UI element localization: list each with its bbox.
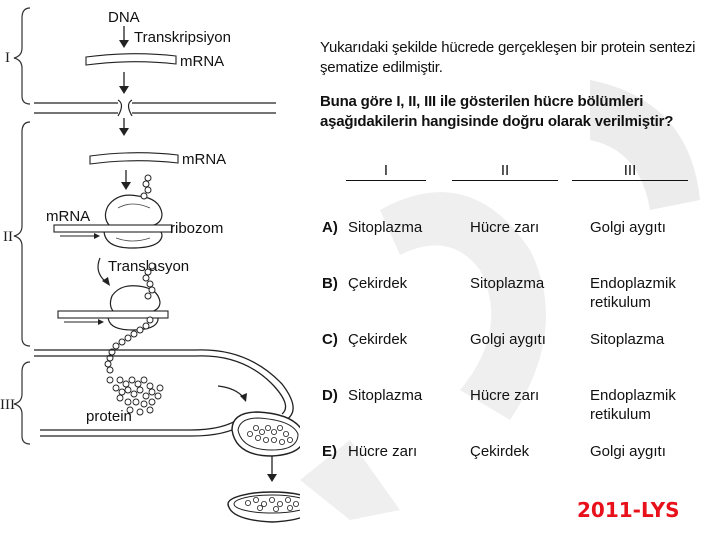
- mrna-left-label: mRNA: [46, 208, 90, 225]
- option-d-iii: Endoplazmik retikulum: [590, 387, 676, 423]
- section-label-i: I: [5, 50, 10, 66]
- option-c-ii: Golgi aygıtı: [470, 331, 546, 348]
- secretion-dish: [227, 491, 300, 523]
- amino-acid-chain-long: [104, 262, 156, 374]
- ribosome-top: [103, 194, 163, 249]
- mrna-strand-ribosome: [53, 224, 173, 233]
- question-prompt: Buna göre I, II, III ile gösterilen hücr…: [320, 93, 674, 130]
- ribosome-label: ribozom: [170, 220, 223, 237]
- option-d-i: Sitoplazma: [348, 387, 423, 404]
- arrowhead: [267, 474, 277, 482]
- option-d-ii: Hücre zarı: [470, 387, 540, 404]
- transport-arrow: [217, 385, 245, 399]
- option-e-i: Hücre zarı: [348, 443, 418, 460]
- column-header-i: I: [346, 162, 426, 181]
- secretory-vesicle: [231, 411, 300, 457]
- protein-label: protein: [86, 408, 132, 425]
- arrowhead: [119, 86, 129, 94]
- option-letter: C): [322, 331, 338, 348]
- arrowhead: [94, 233, 100, 239]
- section-brace-iii: [13, 361, 31, 445]
- section-label-iii: III: [0, 397, 15, 413]
- nuclear-membrane: [34, 99, 276, 117]
- arrowhead: [98, 319, 104, 325]
- mrna-strand-mid: [89, 152, 179, 165]
- option-letter: E): [322, 443, 337, 460]
- mrna-strand-ribosome-2: [57, 310, 169, 319]
- arrowhead: [119, 128, 129, 136]
- option-a-i: Sitoplazma: [348, 219, 423, 236]
- question-intro: Yukarıdaki şekilde hücrede gerçekleşen b…: [320, 39, 696, 76]
- option-e-iii: Golgi aygıtı: [590, 443, 666, 460]
- section-brace-i: [13, 7, 31, 105]
- exam-source-label: 2011-LYS: [577, 498, 680, 522]
- option-letter: D): [322, 387, 338, 404]
- arrowhead: [102, 277, 110, 286]
- section-brace-ii: [13, 121, 31, 347]
- option-c-iii: Sitoplazma: [590, 331, 665, 348]
- protein-synthesis-diagram: I II III DNA Transkripsiyon mRNA mRNA mR…: [0, 7, 300, 523]
- option-letter: A): [322, 219, 338, 236]
- protein-clump: [106, 376, 164, 416]
- section-label-ii: II: [3, 229, 13, 245]
- mrna-mid-label: mRNA: [182, 151, 226, 168]
- mrna-top-label: mRNA: [180, 53, 224, 70]
- option-c-i: Çekirdek: [348, 331, 408, 348]
- amino-acid-chain-short: [140, 174, 152, 200]
- option-e-ii: Çekirdek: [470, 443, 530, 460]
- arrowhead: [119, 40, 129, 48]
- question-block: Yukarıdaki şekilde hücrede gerçekleşen b…: [320, 38, 700, 142]
- option-a-iii: Golgi aygıtı: [590, 219, 666, 236]
- arrowhead: [121, 182, 131, 190]
- column-header-iii: III: [572, 162, 688, 181]
- translation-arrow: [97, 257, 107, 283]
- option-letter: B): [322, 275, 338, 292]
- arrowhead: [240, 393, 247, 402]
- option-b-i: Çekirdek: [348, 275, 408, 292]
- option-a-ii: Hücre zarı: [470, 219, 540, 236]
- dna-label: DNA: [108, 9, 140, 26]
- mrna-strand-top: [85, 53, 177, 66]
- column-header-ii: II: [452, 162, 558, 181]
- option-b-iii: Endoplazmik retikulum: [590, 275, 676, 311]
- transcription-label: Transkripsiyon: [134, 29, 231, 46]
- option-b-ii: Sitoplazma: [470, 275, 545, 292]
